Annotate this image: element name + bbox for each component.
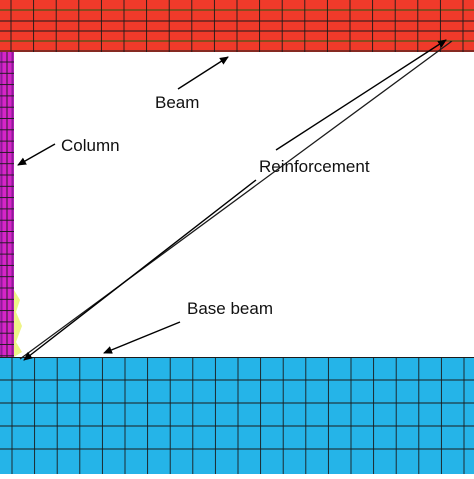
beam-label: Beam bbox=[155, 93, 200, 112]
column-mesh-grid bbox=[0, 52, 14, 357]
reinforcement-bar bbox=[19, 40, 453, 360]
reinforcement-arrow-upper bbox=[275, 39, 447, 151]
reinforcement-label: Reinforcement bbox=[259, 157, 370, 176]
base-beam bbox=[0, 357, 474, 474]
top-beam bbox=[0, 0, 474, 52]
base-beam-mesh-grid bbox=[0, 357, 474, 474]
column-arrow bbox=[17, 143, 56, 166]
reinforcement-arrow-lower bbox=[23, 179, 257, 361]
column-label: Column bbox=[61, 136, 120, 155]
beam-arrow bbox=[177, 56, 229, 90]
beam-mesh-grid bbox=[0, 0, 474, 52]
contact-highlight bbox=[14, 290, 22, 357]
base-beam-arrow bbox=[103, 321, 181, 354]
column bbox=[0, 52, 22, 357]
base-beam-label: Base beam bbox=[187, 299, 273, 318]
